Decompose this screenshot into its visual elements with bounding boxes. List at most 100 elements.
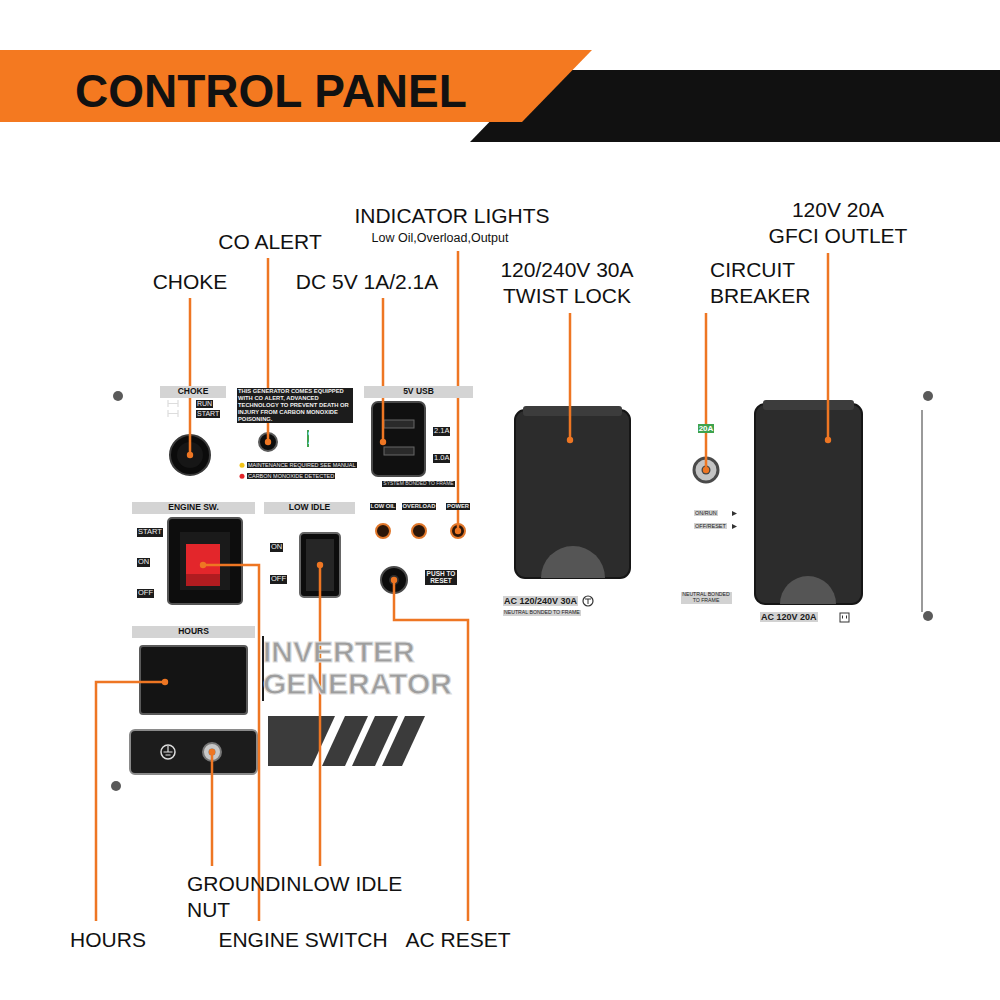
panel-text: NEUTRAL BONDED TO FRAME <box>681 592 732 604</box>
leader-dot <box>825 437 831 443</box>
panel-text: THIS GENERATOR COMES EQUIPPED WITH CO AL… <box>237 388 353 423</box>
panel-text: CO ALERT <box>307 430 309 447</box>
text-slot: PUSH TO RESET <box>425 570 457 585</box>
text-slot: CO ALERT <box>217 229 322 255</box>
box-header: 5V USB <box>364 386 473 398</box>
twist-lock-symbol <box>585 599 591 604</box>
text-slot: LOW OIL <box>370 503 397 510</box>
co-alert-badge: CO ALERT <box>290 428 326 454</box>
panel-title: CONTROL PANEL <box>75 64 467 119</box>
indicator-light <box>412 524 426 538</box>
leader-dot <box>200 562 206 568</box>
text-slot: INVERTER GENERATOR <box>262 636 264 701</box>
text-slot: GROUNDING NUT <box>186 871 188 924</box>
panel-text: NEUTRAL BONDED TO FRAME <box>503 610 581 616</box>
box-header: LOW IDLE <box>264 502 355 514</box>
screw <box>113 391 123 401</box>
text-slot: OFF/RESET <box>694 523 727 529</box>
engine-switch-recess <box>180 532 230 590</box>
panel-text: RUN <box>196 400 213 408</box>
text-slot: START <box>137 528 163 537</box>
text-slot: 120/240V 30A TWIST LOCK <box>499 257 636 310</box>
text-slot: RUN <box>196 400 213 408</box>
text-slot: OFF <box>137 589 154 598</box>
box-face <box>130 624 257 722</box>
callout-label: GROUNDING NUT <box>186 871 188 924</box>
leader-dot <box>703 467 709 473</box>
panel-text: ON <box>270 543 283 552</box>
text-slot: ON <box>137 558 150 567</box>
text-slot: Low Oil,Overload,Output <box>371 231 510 247</box>
panel-text: 20A <box>698 424 715 433</box>
panel-text: MAINTENANCE REQUIRED SEE MANUAL <box>247 462 357 468</box>
panel-text: AC 120V 20A <box>760 612 818 622</box>
callout-label: AC RESET <box>404 927 511 953</box>
gfci-cover <box>755 404 862 604</box>
panel-text: LOW OIL <box>370 503 397 510</box>
ground-symbol <box>161 745 175 759</box>
text-slot: CARBON MONOXIDE DETECTED <box>247 473 335 479</box>
engine-switch-box: ENGINE SW. START ON OFF <box>130 500 257 612</box>
usb-port <box>372 402 425 476</box>
ground-box <box>130 730 257 774</box>
text-slot: SYSTEM BONDED TO FRAME <box>382 481 454 487</box>
text-slot: THIS GENERATOR COMES EQUIPPED WITH CO AL… <box>237 388 353 423</box>
state-arrow <box>732 511 737 516</box>
screw <box>111 781 121 791</box>
text-slot: NEUTRAL BONDED TO FRAME <box>503 610 581 616</box>
cover-hinge <box>763 400 854 410</box>
outlet-symbol <box>840 613 849 622</box>
usb-slot <box>384 447 414 455</box>
twist-lock-cover <box>515 410 630 578</box>
text-slot: HOURS <box>69 927 147 953</box>
banner-tab <box>0 50 592 122</box>
panel-text: 2.1A <box>433 427 450 436</box>
panel-text: PUSH TO RESET <box>425 570 457 585</box>
text-slot: 2.1A <box>433 427 450 436</box>
breaker-rating-badge: 20A <box>692 420 720 440</box>
panel-text: START <box>196 410 220 418</box>
text-slot: AC 120V 20A <box>760 612 818 622</box>
leader-line <box>319 565 322 866</box>
leader-dot <box>391 577 397 583</box>
panel-text: OVERLOAD <box>402 503 437 510</box>
text-slot: ON/RUN <box>694 510 718 516</box>
box-header: HOURS <box>132 626 255 638</box>
indicator-light <box>376 524 390 538</box>
choke-symbol <box>168 400 178 417</box>
leader-dot <box>209 749 215 755</box>
twist-lock-symbol <box>583 596 593 606</box>
breaker-button-face <box>702 466 711 475</box>
callout-label: LOW IDLE <box>301 871 403 897</box>
brand-lettering: INVERTER GENERATOR <box>262 636 264 701</box>
callout-label: 120/240V 30A TWIST LOCK <box>499 257 636 310</box>
panel-text: START <box>137 528 163 537</box>
outlet-panel: 20AAC 120/240V 30ANEUTRAL BONDED TO FRAM… <box>485 390 937 630</box>
text-slot: OVERLOAD <box>402 503 437 510</box>
grounding-nut-bolt <box>209 749 216 756</box>
box-header: ENGINE SW. <box>132 502 255 514</box>
leader-dot <box>187 452 193 458</box>
cover-hinge <box>523 406 622 416</box>
box-face <box>158 384 228 492</box>
screw <box>923 611 933 621</box>
panel-text: SYSTEM BONDED TO FRAME <box>382 481 454 487</box>
hours-box: HOURS <box>130 624 257 722</box>
callout-label: CHOKE <box>152 269 229 295</box>
panel-rim <box>80 362 945 800</box>
panel-slot <box>921 410 923 612</box>
hour-meter-display <box>140 646 247 714</box>
leader-lines <box>96 251 828 921</box>
callout-label: INDICATOR LIGHTS <box>353 203 550 229</box>
text-slot: CONTROL PANEL <box>75 64 467 119</box>
panel-face <box>80 362 945 800</box>
leader-line <box>827 253 830 440</box>
decor-stripe <box>268 716 335 766</box>
cover-tab <box>780 576 836 604</box>
state-arrow <box>732 524 737 529</box>
panel-text: OFF <box>137 589 154 598</box>
text-slot: CHOKE <box>152 269 229 295</box>
leader-line <box>569 313 572 440</box>
